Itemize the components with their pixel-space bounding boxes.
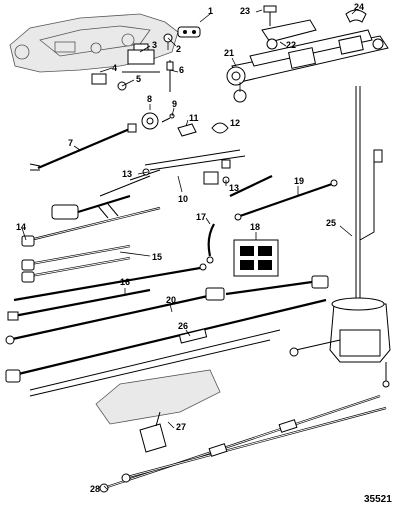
callout-23: 23 <box>240 6 250 16</box>
callout-9: 9 <box>172 99 177 109</box>
part-7 <box>29 123 137 171</box>
callout-3: 3 <box>152 40 157 50</box>
callout-2: 2 <box>176 44 181 54</box>
callout-1: 1 <box>208 6 213 16</box>
callout-28: 28 <box>90 484 100 494</box>
part-23 <box>263 5 277 26</box>
part-4 <box>91 71 160 85</box>
callout-11: 11 <box>189 113 199 123</box>
part-22 <box>261 19 317 50</box>
callout-19: 19 <box>294 176 304 186</box>
callout-7: 7 <box>68 138 73 148</box>
callout-14: 14 <box>16 222 26 232</box>
callout-27: 27 <box>176 422 186 432</box>
callout-4: 4 <box>112 63 117 73</box>
callout-16: 16 <box>120 277 130 287</box>
engine-block <box>9 13 179 73</box>
part-24 <box>345 9 367 23</box>
part-25 <box>289 86 391 388</box>
part-8 <box>141 112 159 130</box>
harness-connector <box>51 194 131 220</box>
part-26 <box>5 298 327 397</box>
part-20 <box>5 275 329 345</box>
part-15 <box>21 244 131 283</box>
callout-6: 6 <box>179 65 184 75</box>
part-12 <box>211 122 229 134</box>
callout-5: 5 <box>136 74 141 84</box>
steering-cylinder <box>226 29 389 103</box>
part-16 <box>7 263 207 321</box>
callout-18: 18 <box>250 222 260 232</box>
figure-number: 35521 <box>364 494 392 505</box>
callout-labels: 1 2 3 4 5 6 7 8 9 10 11 12 13 13 14 15 1… <box>16 2 364 494</box>
part-19 <box>229 175 338 221</box>
callout-25: 25 <box>326 218 336 228</box>
callout-15: 15 <box>152 252 162 262</box>
callout-10: 10 <box>178 194 188 204</box>
part-11 <box>177 123 197 137</box>
callout-8: 8 <box>147 94 152 104</box>
part-10 <box>99 149 246 197</box>
part-27 <box>95 369 221 453</box>
callout-20: 20 <box>166 295 176 305</box>
part-3 <box>127 43 155 65</box>
part-6 <box>166 60 174 92</box>
callout-12: 12 <box>230 118 240 128</box>
callout-21: 21 <box>224 48 234 58</box>
callout-13-a: 13 <box>122 169 132 179</box>
part-18 <box>233 239 279 277</box>
part-1 <box>177 26 201 38</box>
part-14 <box>21 206 161 247</box>
callout-17: 17 <box>196 212 206 222</box>
leader-lines <box>21 9 357 491</box>
callout-26: 26 <box>178 321 188 331</box>
callout-24: 24 <box>354 2 364 12</box>
part-28 <box>99 394 387 493</box>
part-17 <box>206 223 215 264</box>
callout-22: 22 <box>286 40 296 50</box>
callout-13-b: 13 <box>229 183 239 193</box>
